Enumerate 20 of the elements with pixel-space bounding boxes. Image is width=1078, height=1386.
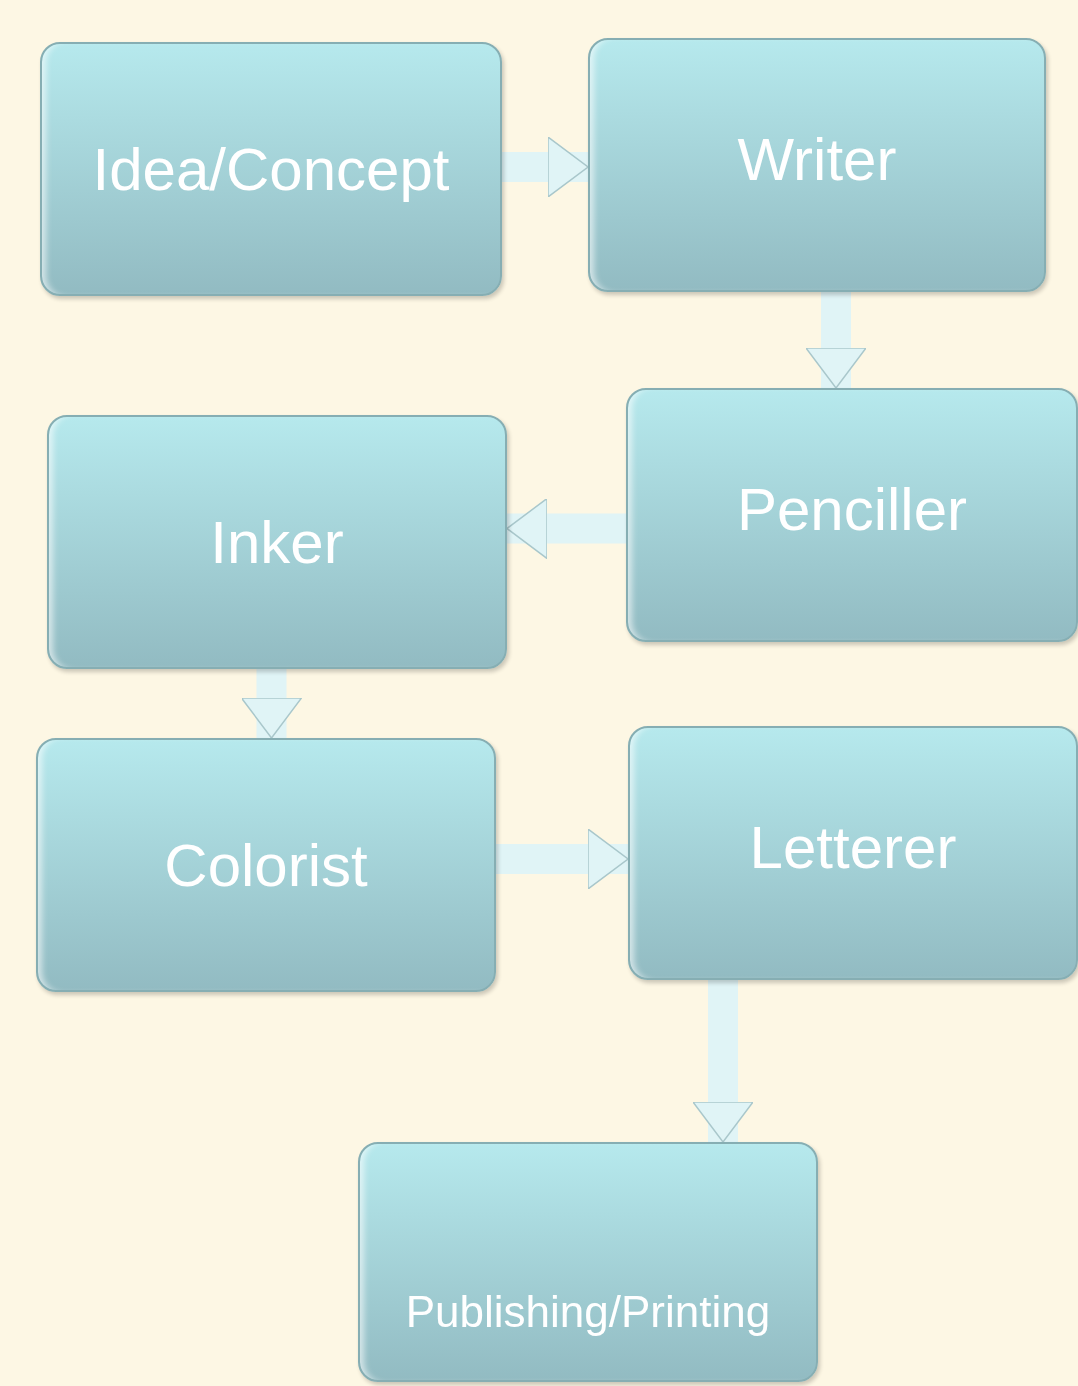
box-label: Penciller <box>736 474 968 544</box>
process-box <box>47 415 507 669</box>
process-box <box>358 1142 818 1382</box>
block-arrow <box>805 292 867 389</box>
block-arrow <box>502 136 589 198</box>
process-box <box>628 726 1078 980</box>
box-label: Inker <box>210 507 344 577</box>
process-box <box>626 388 1078 642</box>
block-arrow <box>506 497 626 560</box>
box-label: Publishing/Printing <box>405 1287 771 1337</box>
process-box <box>40 42 502 296</box>
process-box <box>588 38 1046 292</box>
box-label: Letterer <box>749 812 957 882</box>
box-label: Idea/Concept <box>92 134 450 204</box>
box-label: Writer <box>737 124 897 194</box>
block-arrow <box>496 828 629 890</box>
block-arrow <box>692 980 754 1143</box>
block-arrow <box>240 669 303 739</box>
process-box <box>36 738 496 992</box>
box-label: Colorist <box>164 830 368 900</box>
